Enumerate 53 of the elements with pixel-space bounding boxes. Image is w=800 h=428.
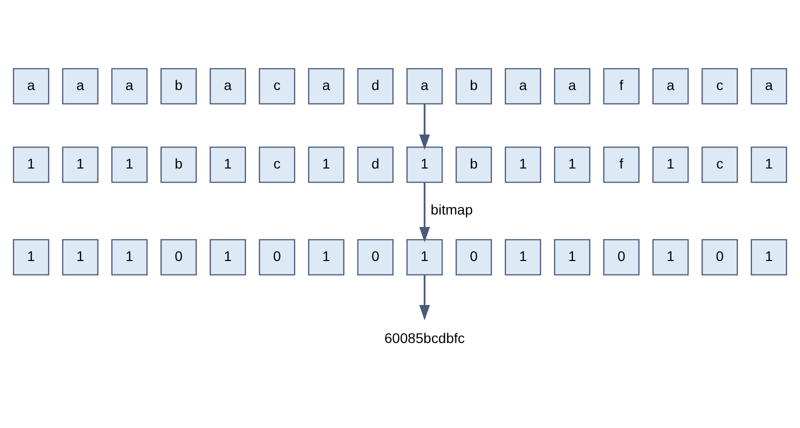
node-box: a — [750, 68, 788, 104]
node-box: 1 — [308, 238, 344, 275]
node-box: a — [111, 68, 148, 104]
node-box: b — [160, 146, 197, 182]
node-box: 0 — [160, 238, 197, 275]
node-box: 0 — [357, 238, 394, 275]
node-box: d — [357, 146, 394, 182]
node-box: 1 — [652, 146, 689, 182]
node-box: 1 — [210, 146, 246, 182]
node-box: 1 — [111, 238, 148, 275]
node-box: 0 — [456, 238, 492, 275]
node-box: a — [406, 68, 443, 104]
node-box: 1 — [12, 238, 50, 275]
node-box: a — [210, 68, 246, 104]
node-box: 1 — [12, 146, 50, 182]
node-box: 0 — [603, 238, 640, 275]
node-box: 0 — [702, 238, 738, 275]
node-box: f — [603, 146, 640, 182]
node-box: a — [554, 68, 590, 104]
arrow — [419, 274, 430, 320]
node-box: 1 — [750, 238, 788, 275]
node-box: b — [160, 68, 197, 104]
edge-label: bitmap — [430, 201, 473, 218]
node-box: 1 — [210, 238, 246, 275]
node-box: 1 — [554, 238, 590, 275]
arrow — [419, 182, 430, 242]
node-box: 1 — [750, 146, 788, 182]
node-box: b — [456, 146, 492, 182]
node-box: c — [258, 68, 296, 104]
node-box: a — [652, 68, 689, 104]
node-box: 1 — [62, 238, 98, 275]
node-box: 1 — [504, 146, 542, 182]
node-box: f — [603, 68, 640, 104]
node-text: 60085bcdbfc — [384, 329, 465, 346]
node-box: a — [62, 68, 98, 104]
node-box: 0 — [258, 238, 296, 275]
node-box: a — [504, 68, 542, 104]
node-box: a — [308, 68, 344, 104]
node-box: c — [702, 68, 738, 104]
node-box: 1 — [111, 146, 148, 182]
node-box: 1 — [308, 146, 344, 182]
node-box: c — [258, 146, 296, 182]
node-box: 1 — [62, 146, 98, 182]
node-box: 1 — [504, 238, 542, 275]
node-box: 1 — [652, 238, 689, 275]
arrow — [419, 103, 430, 150]
node-box: c — [702, 146, 738, 182]
node-box: d — [357, 68, 394, 104]
node-box: b — [456, 68, 492, 104]
node-box: 1 — [554, 146, 590, 182]
node-box: 1 — [406, 146, 443, 182]
node-box: 1 — [406, 238, 443, 275]
node-box: a — [12, 68, 50, 104]
